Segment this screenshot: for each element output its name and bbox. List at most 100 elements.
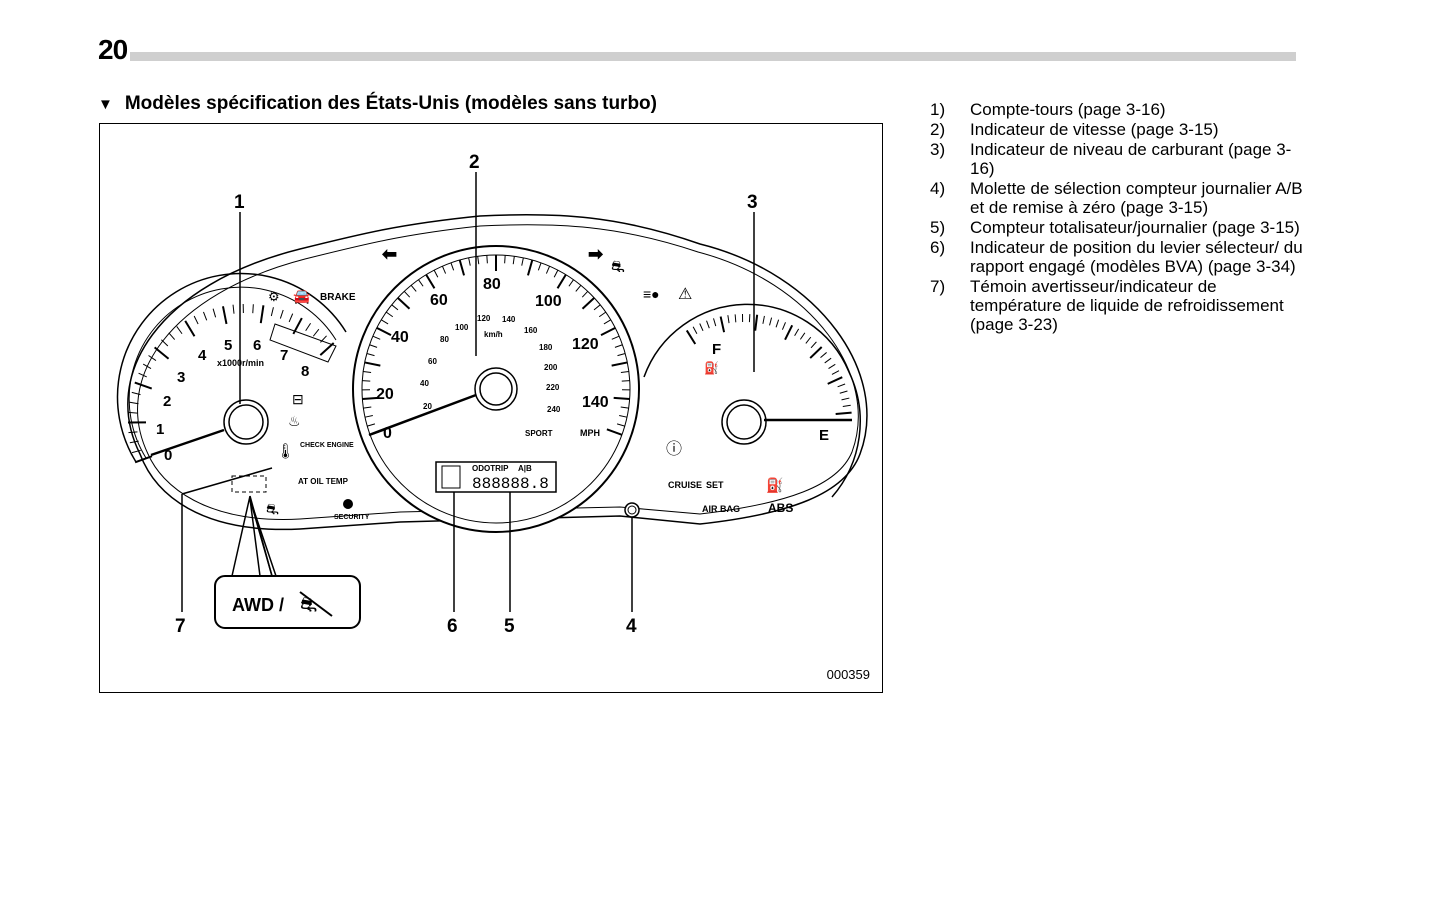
gauge-tick [363, 406, 372, 409]
gauge-tick [810, 341, 817, 349]
gauge-tick [128, 411, 138, 414]
odometer-label: ODOTRIP [472, 464, 509, 473]
gauge-tick [270, 307, 274, 317]
gauge-tick [692, 326, 698, 335]
gauge-tick [138, 372, 147, 378]
gauge-tick [129, 440, 139, 444]
gauge-tick [319, 342, 335, 356]
awd-callout-box [214, 575, 361, 629]
gauge-tick [134, 381, 153, 390]
sport-indicator: SPORT [525, 429, 553, 438]
gauge-tick [685, 329, 697, 345]
gauge-tick [161, 339, 169, 347]
gauge-tick [568, 279, 574, 287]
gauge-tick [193, 315, 199, 325]
gauge-tick [521, 257, 524, 266]
tach-label-3: 3 [177, 369, 185, 386]
legend-item: 6)Indicateur de position du levier sélec… [930, 238, 1310, 276]
gauge-tick [616, 423, 625, 427]
gauge-tick [385, 311, 394, 318]
gauge-tick [504, 255, 506, 264]
svg-text:140: 140 [582, 394, 609, 411]
coolant-temp-icon: 🌡 [276, 443, 295, 460]
triangle-bullet-icon: ▼ [98, 96, 113, 113]
gauge-tick [279, 309, 284, 319]
legend-item: 2) Indicateur de vitesse (page 3-15) [930, 120, 1310, 139]
legend-text: Compteur totalisateur/journalier (page 3… [970, 218, 1300, 237]
legend-item: 1)Compte-tours (page 3-16) [930, 100, 1310, 119]
gauge-tick [537, 262, 542, 271]
gauge-tick [727, 315, 730, 324]
tach-redzone [269, 323, 337, 363]
odometer-display: ODOTRIP A|B 888888.8 [435, 461, 557, 493]
header-rule [130, 52, 1296, 61]
gauge-tick [362, 396, 379, 401]
gauge-tick [131, 391, 141, 396]
set-label: SET [706, 480, 724, 490]
gauge-tick [613, 396, 630, 401]
gauge-tick [418, 279, 424, 287]
gauge-tick [799, 332, 806, 340]
gauge-tick [477, 256, 480, 265]
svg-text:40: 40 [391, 329, 409, 346]
callout-4: 4 [626, 616, 637, 637]
low-fuel-icon: ⛽ [766, 477, 783, 494]
gauge-tick [312, 328, 320, 337]
gauge-tick [252, 304, 254, 314]
instrument-cluster-diagram: 0 1 2 3 4 5 6 7 8 x1000r/min 0 20 40 60 … [116, 152, 868, 637]
gauge-tick [619, 415, 628, 418]
gauge-tick [142, 363, 152, 369]
svg-text:80: 80 [440, 335, 449, 344]
gauge-tick [820, 352, 827, 358]
gauge-tick [468, 257, 471, 266]
fuel-full-label: F [712, 341, 721, 358]
legend-num: 7) [930, 277, 946, 296]
gauge-tick [545, 265, 551, 274]
gauge-tick [176, 326, 183, 335]
callout-7: 7 [175, 616, 186, 637]
legend-item: 5) Compteur totalisateur/journalier (page… [930, 218, 1310, 237]
svg-text:60: 60 [430, 292, 448, 309]
gauge-tick [617, 353, 626, 357]
awd-disabled-icon: ⛐ [300, 594, 317, 616]
legend-item: 3)Indicateur de niveau de carburant (pag… [930, 140, 1310, 178]
traction-control-icon: ⛐ [611, 259, 625, 276]
gauge-tick [575, 284, 582, 292]
gauge-tick [397, 297, 411, 310]
legend-text: Indicateur de vitesse (page 3-15) [970, 120, 1219, 139]
cruise-label: CRUISE [668, 480, 702, 490]
gauge-tick [620, 371, 629, 374]
svg-text:120: 120 [572, 336, 599, 353]
callout-leaders [181, 172, 755, 612]
speedo-kmh-unit: km/h [484, 330, 503, 339]
check-engine-warning: CHECK ENGINE [300, 442, 354, 449]
gauge-tick [699, 323, 704, 331]
tach-label-2: 2 [163, 393, 171, 410]
gauge-tick [512, 256, 515, 265]
gauge-tick [837, 383, 846, 388]
legend-num: 2) [930, 120, 946, 139]
svg-text:220: 220 [546, 383, 560, 392]
gauge-tick [827, 376, 843, 385]
legend-text: Indicateur de niveau de carburant (page … [970, 140, 1292, 178]
fuel-gauge [643, 303, 861, 498]
legend-num: 5) [930, 218, 946, 237]
gauge-tick [784, 324, 794, 341]
gauge-tick [148, 355, 157, 361]
gauge-tick [184, 320, 196, 337]
svg-text:40: 40 [420, 379, 429, 388]
high-beam-icon: ≡● [643, 286, 660, 302]
gauge-tick [553, 269, 559, 278]
gauge-tick [526, 259, 534, 276]
speedo-mph-labels: 0 20 40 60 80 100 120 140 [376, 276, 609, 442]
gauge-tick [606, 428, 623, 436]
fuel-gauge-ticks [685, 314, 852, 415]
gauge-tick [598, 311, 607, 318]
skid-warning-icon: ⛐ [266, 501, 279, 518]
gauge-tick [363, 371, 372, 374]
tach-label-7: 7 [280, 347, 288, 364]
tach-label-5: 5 [224, 337, 232, 354]
svg-text:0: 0 [383, 425, 392, 442]
legend-item: 7)Témoin avertisseur/indicateur de tempé… [930, 277, 1310, 334]
page-number: 20 [98, 34, 128, 65]
